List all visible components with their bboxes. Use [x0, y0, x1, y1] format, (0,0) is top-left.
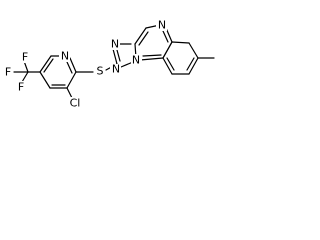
- atom-n-pyrimidine: N: [158, 19, 166, 32]
- bond-pym-5: [139, 57, 164, 61]
- bond-pyr-6: [39, 71, 51, 89]
- bond-pym-5-inner: [142, 54, 162, 57]
- bond-tol-4-inner: [166, 57, 175, 71]
- bond-tol-4: [162, 57, 173, 75]
- bond-tol-1: [188, 42, 199, 59]
- bond-pym-tolyl: [171, 41, 190, 44]
- atom-f-left: F: [5, 66, 11, 79]
- atom-labels: F F F N Cl S N N N N: [3, 19, 167, 110]
- bond-pym-3-inner: [162, 30, 169, 43]
- atom-f-top: F: [22, 51, 28, 64]
- molecule-structure-diagram: F F F N Cl S N N N N: [3, 19, 215, 110]
- bond-pym-1: [134, 27, 147, 45]
- atom-n-triazole-top: N: [111, 38, 119, 51]
- bond-pyr-1-inner: [43, 58, 54, 73]
- atom-n-bridge: N: [132, 54, 140, 67]
- bond-tol-2-inner: [186, 57, 195, 71]
- bond-pyr-1: [39, 55, 52, 73]
- bond-tol-2: [188, 57, 199, 75]
- atom-f-bottom: F: [18, 81, 24, 94]
- bond-pyr-3: [69, 57, 77, 73]
- bond-pyr-4: [66, 71, 77, 89]
- bond-tri-1-inner: [116, 49, 121, 62]
- atom-s: S: [97, 65, 104, 78]
- bond-c-f-bottom: [21, 71, 29, 83]
- bond-pym-1-inner: [138, 31, 149, 46]
- bond-tri-1: [112, 48, 118, 65]
- atom-n-pyridine: N: [61, 50, 69, 63]
- atom-n-triazole-bottom: N: [112, 63, 120, 76]
- bond-tol-5: [162, 41, 173, 59]
- atom-cl: Cl: [70, 97, 81, 110]
- bond-pyr-3-inner: [66, 61, 73, 74]
